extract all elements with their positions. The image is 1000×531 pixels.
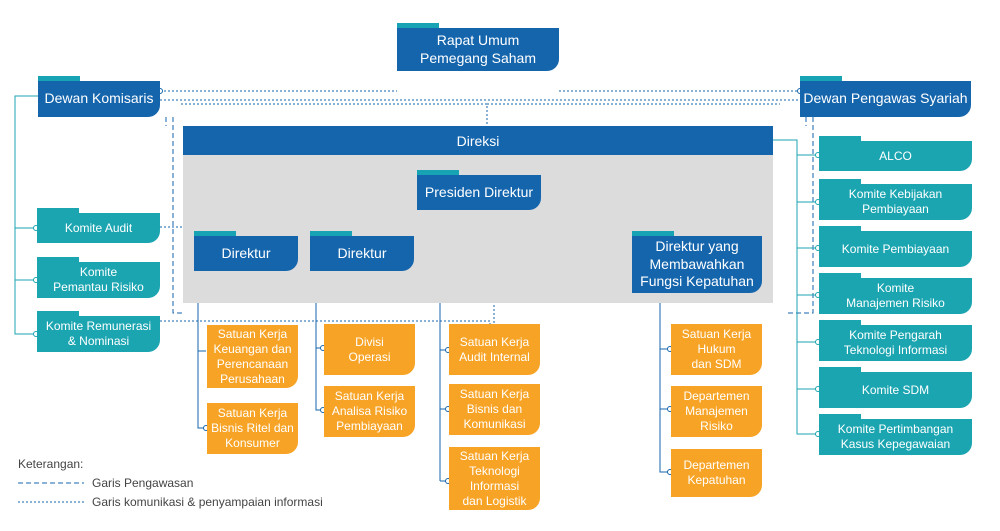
legend-dashed-label: Garis Pengawasan: [92, 476, 194, 490]
legend-dotted-label: Garis komunikasi & penyampaian informasi: [92, 495, 323, 509]
box-divisi-operasi: Divisi Operasi: [324, 324, 415, 375]
box-rups: Rapat Umum Pemegang Saham: [397, 28, 559, 71]
box-dewan-komisaris: Dewan Komisaris: [38, 81, 160, 117]
box-dept-manajemen-risiko: Departemen Manajemen Risiko: [671, 386, 762, 437]
box-direktur-2: Direktur: [310, 236, 414, 271]
box-tab: [397, 23, 439, 28]
box-tab: [194, 231, 236, 236]
box-direktur-kepatuhan: Direktur yang Membawahkan Fungsi Kepatuh…: [632, 236, 762, 293]
box-tab: [417, 170, 459, 175]
box-tab: [819, 320, 861, 325]
direksi-band: Direksi: [183, 126, 773, 155]
box-sk-bisnis-komunikasi: Satuan Kerja Bisnis dan Komunikasi: [449, 384, 540, 435]
box-dept-kepatuhan: Departemen Kepatuhan: [671, 449, 762, 497]
supervision-line-syariah: [785, 117, 814, 314]
box-tab: [37, 257, 79, 262]
box-tab: [819, 367, 861, 372]
box-komite-pengarah-ti: Komite Pengarah Teknologi Informasi: [819, 325, 972, 361]
box-tab: [800, 76, 842, 81]
box-sk-hukum-sdm: Satuan Kerja Hukum dan SDM: [671, 324, 762, 375]
box-tab: [819, 414, 861, 419]
box-tab: [37, 208, 79, 213]
box-sk-analisa-risiko: Satuan Kerja Analisa Risiko Pembiayaan: [324, 386, 415, 437]
supervision-line-komisaris: [172, 117, 185, 314]
line-direksi-committees: [773, 139, 818, 435]
box-presiden-direktur: Presiden Direktur: [417, 175, 541, 210]
line-kepatuhan-down: [659, 293, 670, 473]
box-sk-audit-internal: Satuan Kerja Audit Internal: [449, 324, 540, 375]
box-dewan-pengawas-syariah: Dewan Pengawas Syariah: [800, 81, 971, 117]
legend-title: Keterangan:: [18, 457, 84, 471]
box-komite-pemantau-risiko: Komite Pemantau Risiko: [37, 262, 160, 298]
box-komite-audit: Komite Audit: [37, 213, 160, 243]
box-tab: [819, 226, 861, 231]
box-komite-pertimbangan: Komite Pertimbangan Kasus Kepegawaian: [819, 419, 972, 455]
box-komite-sdm: Komite SDM: [819, 372, 972, 408]
box-tab: [819, 273, 861, 278]
box-komite-remunerasi: Komite Remunerasi & Nominasi: [37, 316, 160, 352]
communication-line-audit-internal: [160, 320, 491, 341]
box-direktur-1: Direktur: [194, 236, 298, 271]
box-tab: [37, 311, 79, 316]
direksi-label: Direksi: [456, 132, 500, 149]
communication-line-direksi-top: [181, 103, 488, 126]
box-komite-pembiayaan: Komite Pembiayaan: [819, 231, 972, 267]
box-tab: [819, 136, 861, 141]
line-komisaris-committees: [14, 95, 38, 335]
box-alco: ALCO: [819, 141, 972, 171]
box-tab: [38, 76, 80, 81]
box-sk-teknologi: Satuan Kerja Teknologi Informasi dan Log…: [449, 447, 540, 510]
box-tab: [632, 231, 674, 236]
box-komite-manajemen-risiko: Komite Manajemen Risiko: [819, 278, 972, 314]
box-komite-kebijakan-pembiayaan: Komite Kebijakan Pembiayaan: [819, 184, 972, 220]
box-sk-bisnis-ritel: Satuan Kerja Bisnis Ritel dan Konsumer: [207, 403, 298, 454]
box-tab: [310, 231, 352, 236]
box-sk-keuangan: Satuan Kerja Keuangan dan Perencanaan Pe…: [207, 325, 298, 388]
box-tab: [819, 179, 861, 184]
